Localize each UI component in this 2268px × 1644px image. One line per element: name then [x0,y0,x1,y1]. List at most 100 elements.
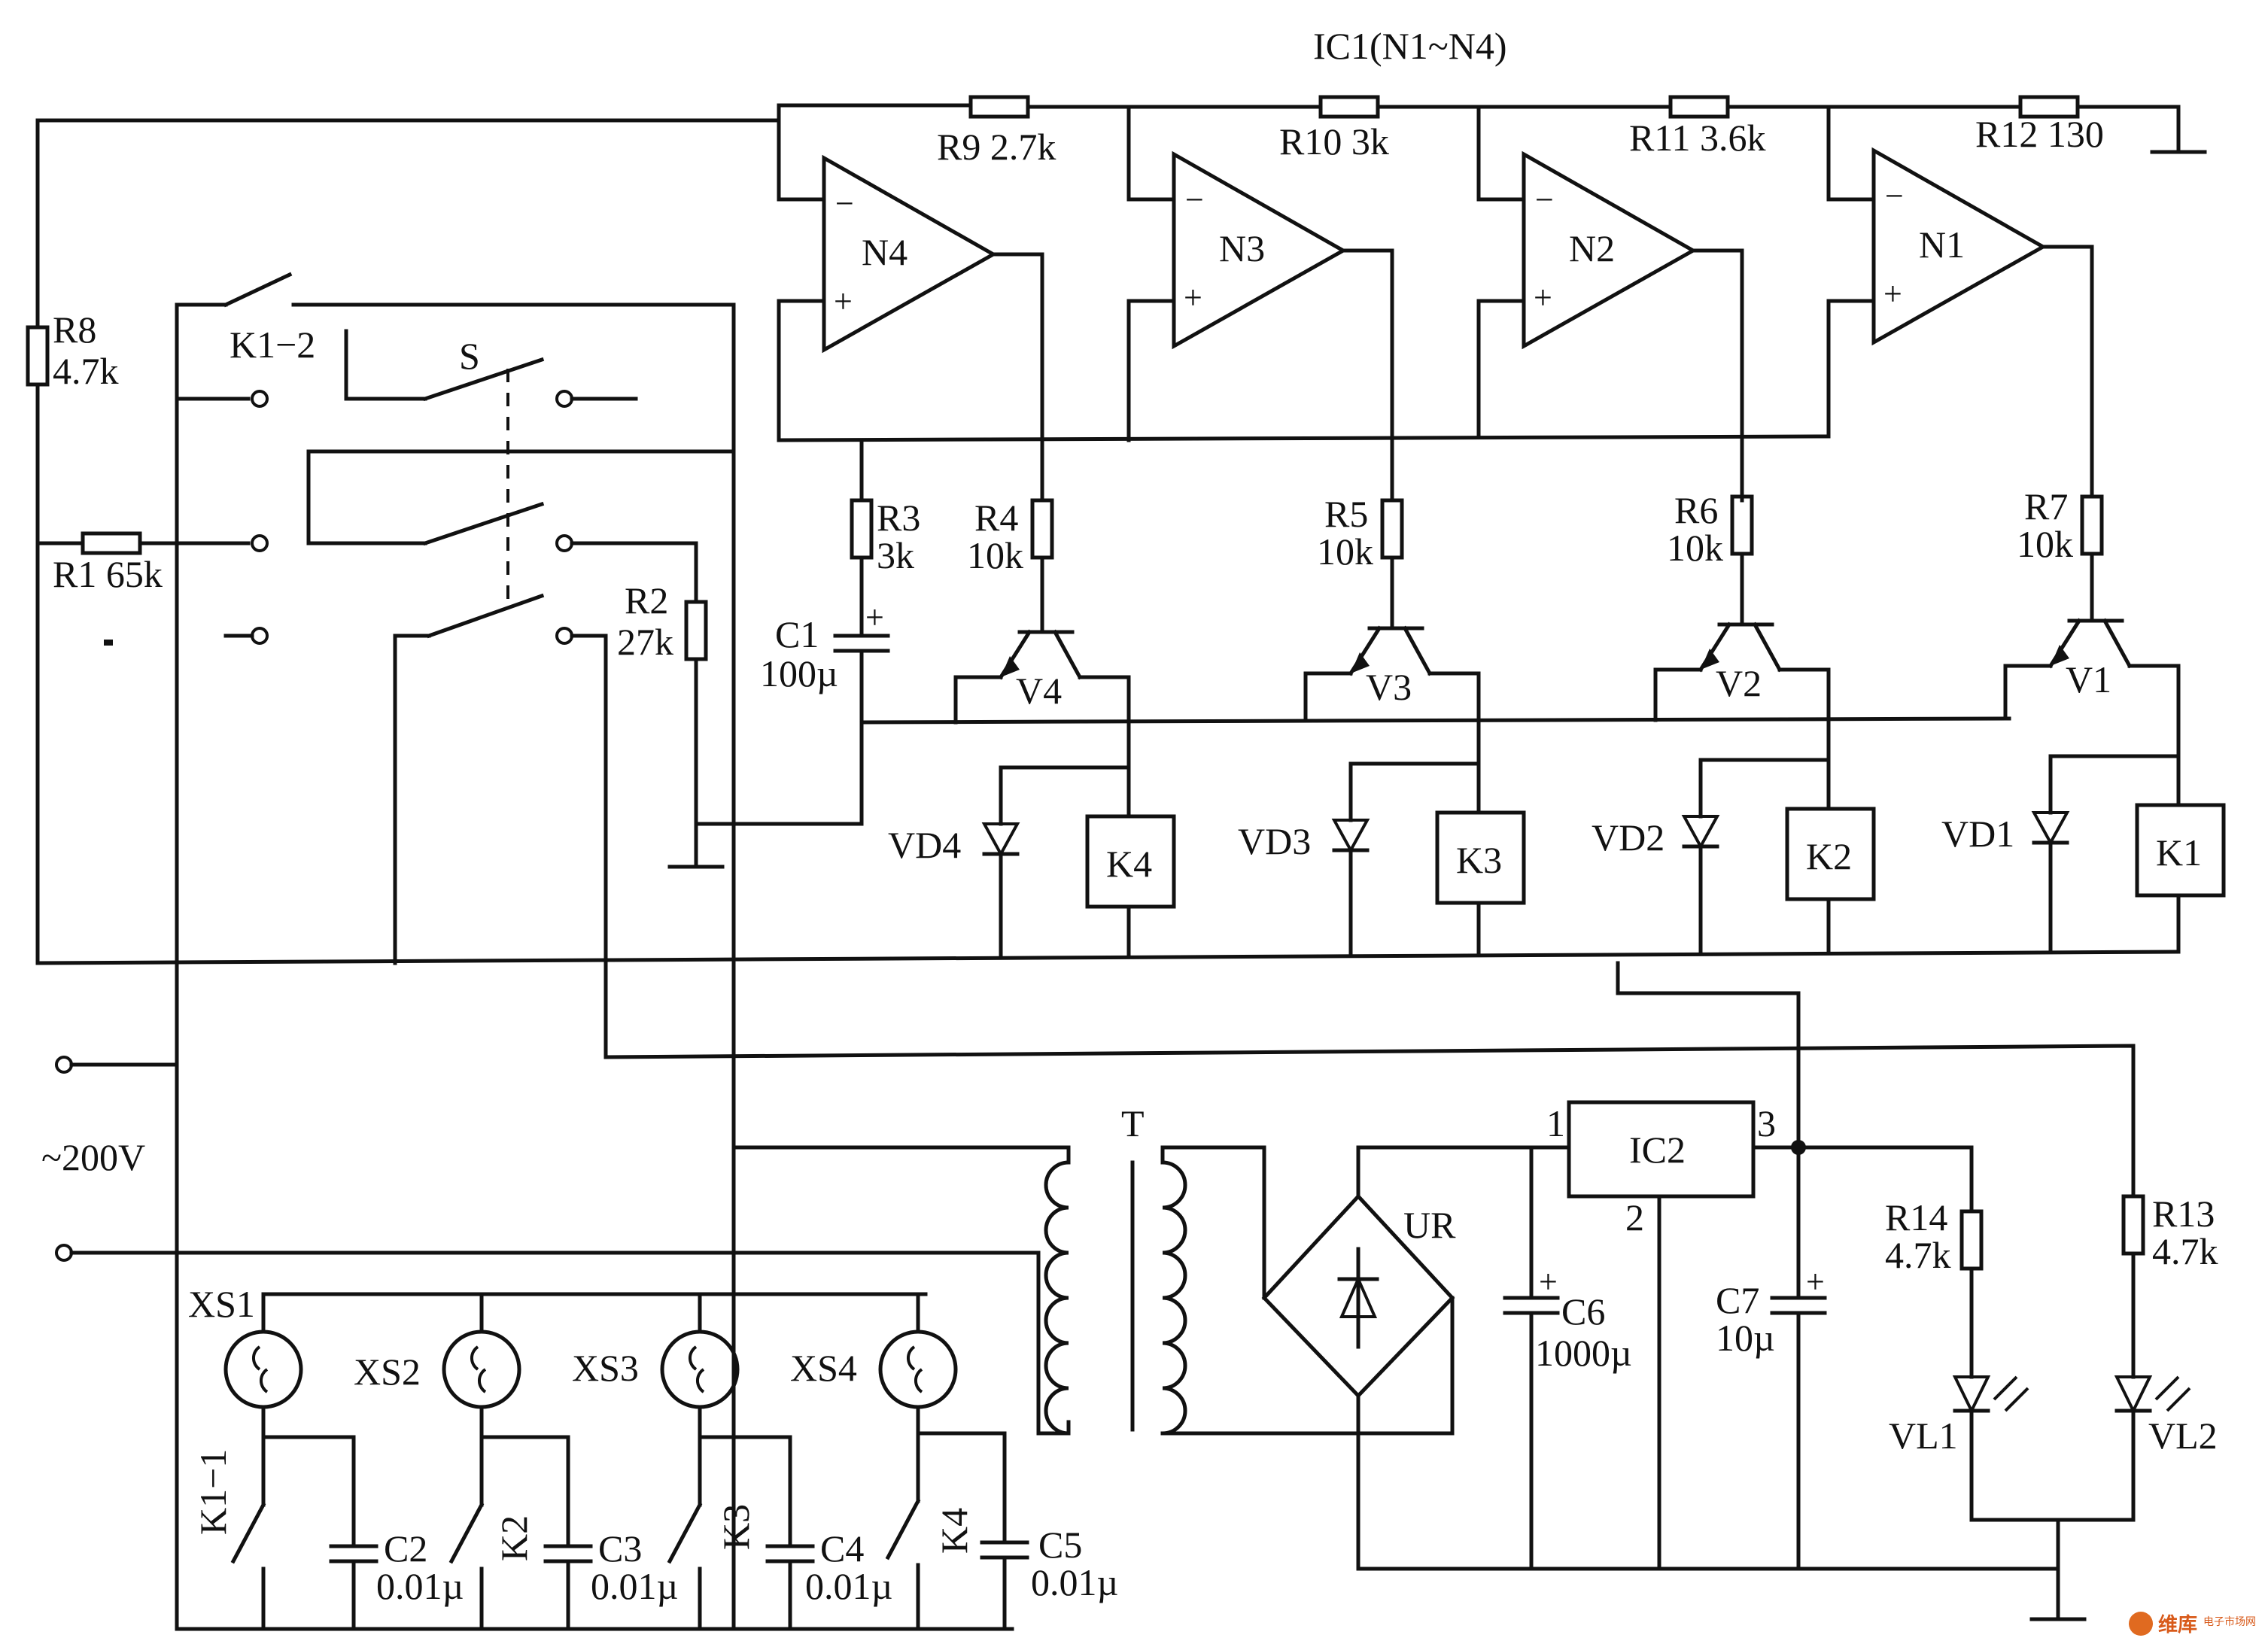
driver-stage-4: R4 10k V4 K4 VD4 [888,497,1176,958]
svg-text:0.01µ: 0.01µ [1031,1561,1118,1603]
svg-text:VD2: VD2 [1592,816,1665,858]
svg-text:4.7k: 4.7k [2152,1230,2218,1272]
transformer-secondary [1160,1160,1187,1436]
opamp-n4: − + N4 [777,103,1044,503]
svg-text:V3: V3 [1366,666,1412,708]
svg-text:R13: R13 [2152,1193,2215,1235]
left-input-section: R8 4.7k R1 65k K1−2 S R2 27k [26,118,2181,1631]
svg-text:27k: 27k [617,621,673,663]
label-r9: R9 2.7k [937,126,1056,168]
svg-text:R1 65k: R1 65k [53,553,163,595]
resistor-r9 [968,95,1030,119]
driver-stage-3: R5 10k V3 K3 VD3 [1238,493,1526,956]
label-r12: R12 130 [1975,113,2104,155]
resistor-r8 [26,325,50,387]
svg-text:N3: N3 [1219,227,1265,269]
svg-text:XS1: XS1 [188,1283,255,1325]
label-k1-2: K1−2 [230,324,315,366]
driver-stage-1: R7 10k V1 K1 VD1 [1941,485,2226,954]
svg-text:K2: K2 [493,1515,535,1561]
svg-text:VL1: VL1 [1889,1415,1958,1457]
svg-text:K2: K2 [1806,835,1852,877]
supply-label: ~200V [41,1136,145,1178]
top-resistor-chain: R9 2.7k R10 3k R11 3.6k R12 130 [35,95,2207,168]
resistor-r6 [1730,494,1754,556]
resistor-r5 [1380,498,1404,560]
svg-text:VD3: VD3 [1238,820,1311,862]
mains-terminal-1 [55,1056,73,1074]
svg-text:C4: C4 [820,1527,864,1570]
svg-text:10k: 10k [2017,523,2073,565]
svg-text:VD4: VD4 [888,824,961,866]
svg-text:N1: N1 [1919,223,1965,266]
svg-text:XS3: XS3 [572,1347,639,1389]
driver-stage-2: R6 10k V2 K2 VD2 [1592,489,1876,956]
svg-text:电子市场网: 电子市场网 [2203,1615,2256,1628]
resistor-r7 [2080,494,2104,556]
transformer-primary [1044,1160,1071,1436]
svg-text:10k: 10k [967,534,1023,576]
resistor-r13 [2121,1194,2145,1256]
label-switch-s: S [459,335,480,377]
svg-text:R8: R8 [53,308,96,351]
svg-text:R4: R4 [974,497,1018,539]
label-r10: R10 3k [1279,120,1389,163]
svg-text:4.7k: 4.7k [1885,1234,1951,1276]
led-vl1 [1952,1375,1991,1415]
svg-text:K4: K4 [1106,843,1152,885]
svg-text:VD1: VD1 [1941,813,2014,855]
resistor-r2 [684,600,708,661]
svg-text:C2: C2 [384,1527,427,1570]
diode-vd3 [1331,819,1370,854]
svg-text:C6: C6 [1561,1290,1605,1333]
svg-text:3k: 3k [877,534,914,576]
svg-text:C5: C5 [1038,1524,1082,1566]
svg-text:10µ: 10µ [1716,1317,1775,1359]
svg-text:−: − [1185,181,1204,218]
watermark-logo: 维库 电子市场网 [2129,1612,2256,1636]
svg-text:2: 2 [1625,1196,1644,1238]
svg-text:N4: N4 [862,231,908,273]
svg-text:K4: K4 [933,1508,975,1554]
resistor-r3 [850,498,874,560]
svg-text:VL2: VL2 [2148,1415,2218,1457]
opamp-n3: − + N3 [1126,105,1394,503]
svg-text:1: 1 [1546,1102,1565,1144]
svg-text:K3: K3 [715,1504,757,1550]
led-vl2 [2114,1375,2153,1415]
resistor-r1 [81,531,142,555]
svg-text:+: + [1806,1263,1825,1300]
svg-text:V2: V2 [1716,662,1762,704]
svg-text:0.01µ: 0.01µ [805,1565,892,1607]
svg-text:+: + [1534,279,1552,316]
resistor-r11 [1668,95,1730,119]
svg-text:XS4: XS4 [790,1347,857,1389]
svg-text:10k: 10k [1317,530,1373,573]
svg-text:−: − [1535,181,1554,218]
svg-text:R14: R14 [1885,1196,1947,1238]
diode-vd4 [981,822,1020,858]
resistor-r10 [1318,95,1380,119]
svg-text:4.7k: 4.7k [53,350,119,392]
svg-text:+: + [834,283,853,320]
mains-terminal-2 [55,1244,73,1262]
svg-text:100µ: 100µ [760,652,838,694]
svg-text:IC2: IC2 [1629,1129,1686,1171]
svg-text:UR: UR [1403,1204,1456,1246]
resistor-r14 [1959,1209,1984,1271]
svg-text:T: T [1121,1102,1145,1144]
svg-text:R3: R3 [877,497,920,539]
opamp-n1: − + N1 [1826,105,2094,499]
timing-r3-c1: + R3 3k C1 100µ [760,438,920,725]
svg-text:C1: C1 [775,613,819,655]
svg-text:+: + [1184,279,1202,316]
socket-xs2 [442,1329,521,1409]
svg-text:V4: V4 [1016,670,1062,712]
output-sockets: XS1 K1−1 C2 0.01µ XS2 K2 C3 0.01µ XS [175,1283,1118,1631]
svg-text:−: − [1885,178,1904,214]
socket-xs4 [878,1329,958,1409]
diode-vd1 [2031,811,2070,846]
svg-text:0.01µ: 0.01µ [591,1565,678,1607]
label-r11: R11 3.6k [1629,117,1766,159]
